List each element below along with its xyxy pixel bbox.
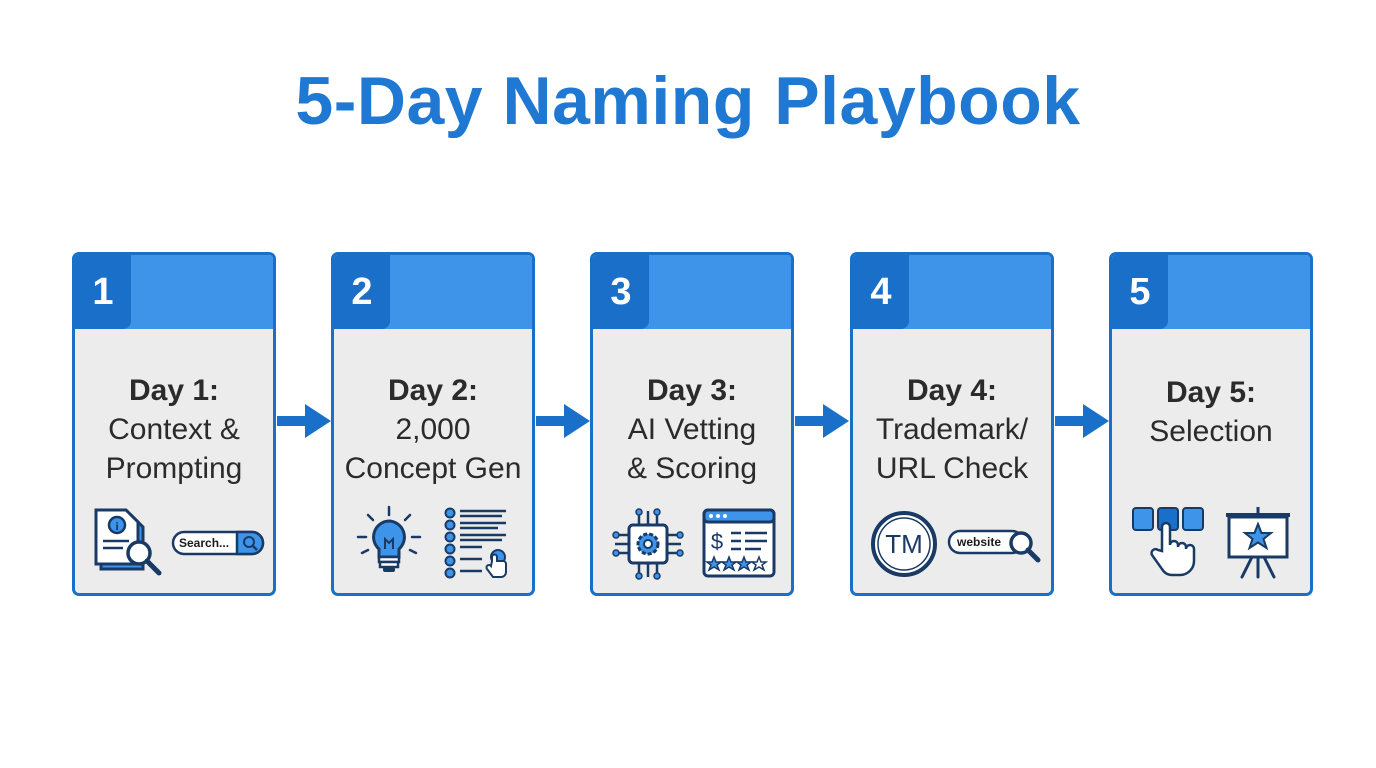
- step-line: Trademark/: [875, 413, 1029, 446]
- step-day: Day 2:: [387, 374, 479, 407]
- ai-chip-icon: [612, 508, 684, 580]
- pricing-rating-icon: $: [702, 508, 776, 578]
- page-title: 5-Day Naming Playbook: [295, 63, 1081, 139]
- search-bar-icon: Search...: [171, 530, 265, 556]
- step-card-5: 5 Day 5: Selection: [1109, 252, 1313, 596]
- step-icons: TM website: [853, 505, 1051, 585]
- presentation-star-icon: [1226, 507, 1290, 579]
- step-line: Selection: [1149, 415, 1273, 448]
- website-text: website: [956, 535, 1001, 549]
- step-line: Prompting: [105, 452, 243, 485]
- step-line: Context &: [108, 413, 240, 446]
- step-icons: [334, 505, 532, 585]
- tm-label: TM: [885, 529, 923, 559]
- step-card-3: 3 Day 3: AI Vetting & Scoring $: [590, 252, 794, 596]
- svg-text:i: i: [115, 519, 119, 533]
- arrow-right-icon: [277, 404, 331, 438]
- step-number: 4: [853, 255, 909, 329]
- step-day: Day 1:: [128, 374, 220, 407]
- svg-text:$: $: [711, 529, 723, 554]
- step-icons: i Search...: [75, 505, 273, 585]
- search-placeholder: Search...: [179, 536, 229, 550]
- step-label: Day 3: AI Vetting & Scoring: [593, 371, 791, 488]
- step-number: 3: [593, 255, 649, 329]
- step-icons: $: [593, 505, 791, 585]
- step-line: 2,000: [395, 413, 471, 446]
- list-select-icon: [444, 507, 507, 579]
- step-card-2: 2 Day 2: 2,000 Concept Gen: [331, 252, 535, 596]
- step-card-4: 4 Day 4: Trademark/ URL Check TM website: [850, 252, 1054, 596]
- hand-select-icon: [1132, 507, 1204, 577]
- step-day: Day 4:: [906, 374, 998, 407]
- step-label: Day 5: Selection: [1112, 373, 1310, 451]
- trademark-icon: TM: [871, 511, 937, 577]
- step-day: Day 5:: [1165, 376, 1257, 409]
- step-day: Day 3:: [646, 374, 738, 407]
- step-line: & Scoring: [626, 452, 758, 485]
- step-label: Day 2: 2,000 Concept Gen: [334, 371, 532, 488]
- step-number: 1: [75, 255, 131, 329]
- step-icons: [1112, 505, 1310, 585]
- step-number: 5: [1112, 255, 1168, 329]
- step-card-1: 1 Day 1: Context & Prompting i Search...: [72, 252, 276, 596]
- website-search-icon: website: [947, 529, 1041, 563]
- arrow-right-icon: [795, 404, 849, 438]
- arrow-right-icon: [536, 404, 590, 438]
- step-line: Concept Gen: [344, 452, 522, 485]
- step-label: Day 4: Trademark/ URL Check: [853, 371, 1051, 488]
- arrow-right-icon: [1055, 404, 1109, 438]
- step-number: 2: [334, 255, 390, 329]
- step-line: AI Vetting: [627, 413, 757, 446]
- lightbulb-icon: [356, 505, 422, 572]
- step-line: URL Check: [875, 452, 1029, 485]
- step-label: Day 1: Context & Prompting: [75, 371, 273, 488]
- document-info-icon: i: [94, 508, 162, 576]
